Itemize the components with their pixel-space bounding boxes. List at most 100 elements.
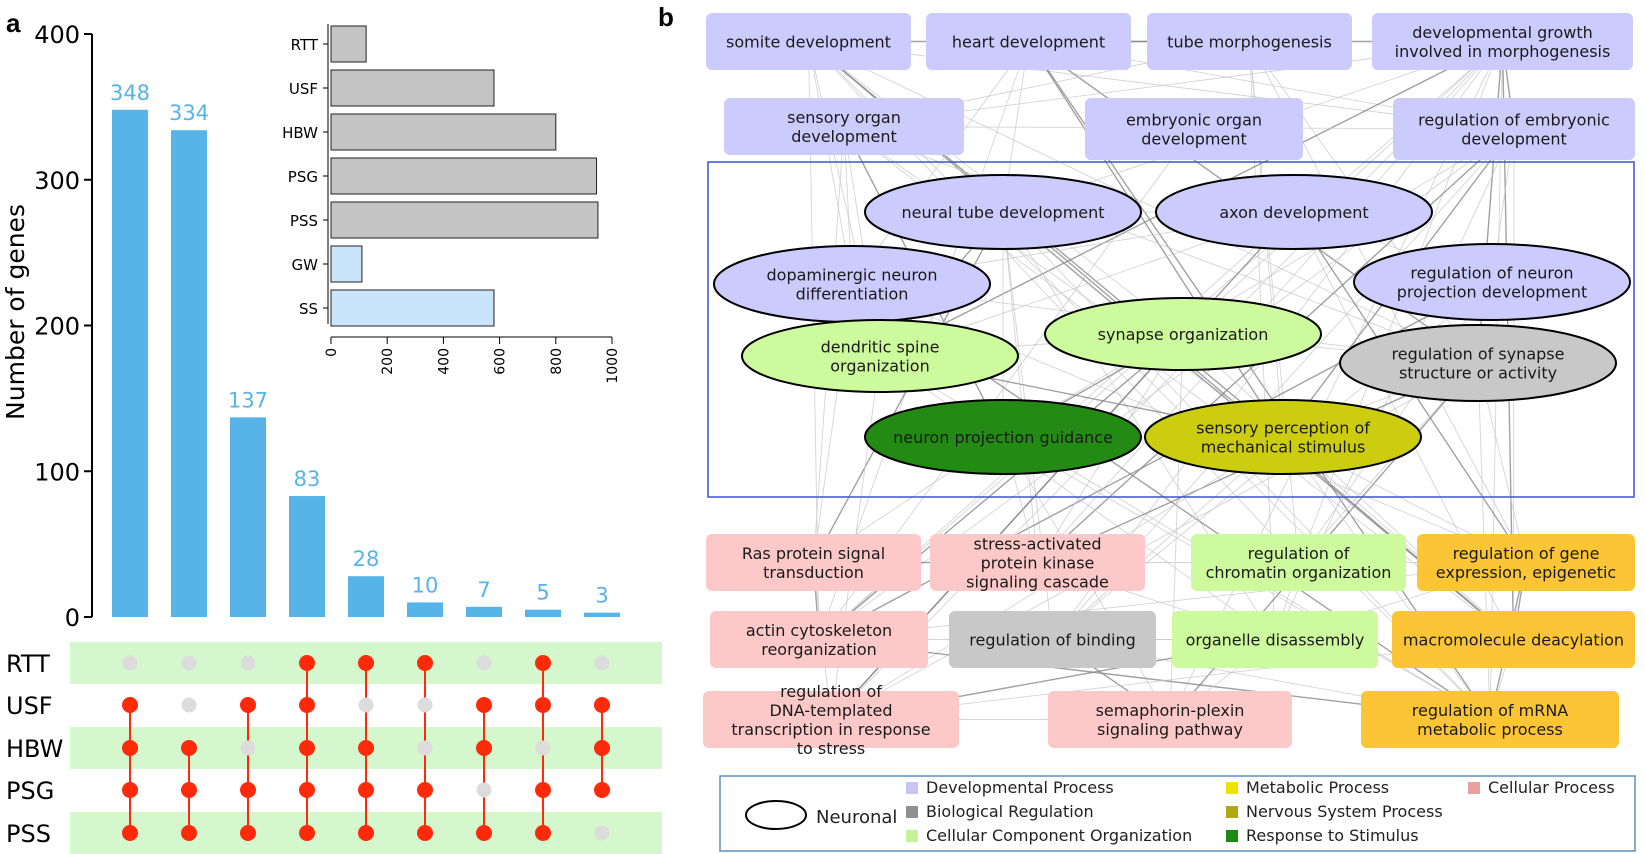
membership-dot-on: [299, 782, 315, 798]
node-label: tube morphogenesis: [1167, 33, 1332, 52]
legend-item-label: Nervous System Process: [1246, 802, 1443, 821]
network-edge: [1027, 41, 1284, 438]
bar-data-label: 7: [477, 578, 490, 602]
inset-bar: [330, 69, 495, 107]
membership-dot-on: [122, 740, 138, 756]
membership-dot-on: [299, 740, 315, 756]
inset-x-tick-label: 800: [549, 348, 565, 375]
node-box: [930, 534, 1145, 591]
y-tick-label: 400: [34, 21, 80, 49]
bar-data-label: 348: [110, 81, 150, 105]
inset-bar: [330, 157, 598, 195]
bar: [112, 109, 148, 617]
node-guidance: neuron projection guidance: [864, 399, 1142, 475]
membership-dot-on: [240, 825, 256, 841]
inset-category-label: SS: [299, 300, 318, 318]
node-ellipse: [1044, 297, 1322, 371]
bar: [348, 576, 384, 617]
inset-x-tick-label: 0: [324, 348, 340, 357]
node-label: axon development: [1219, 203, 1368, 222]
membership-dot-on: [240, 782, 256, 798]
node-box: [706, 534, 921, 591]
membership-dot-on: [181, 740, 197, 756]
node-box: [949, 611, 1156, 668]
inset-category-label: HBW: [282, 124, 318, 142]
membership-dot-on: [181, 825, 197, 841]
inset-bar: [330, 25, 367, 63]
legend-neuronal-label: Neuronal: [816, 807, 897, 828]
membership-dot-off: [476, 782, 492, 798]
y-tick-label: 300: [34, 167, 80, 195]
node-deacyl: macromolecule deacylation: [1392, 611, 1635, 668]
membership-dot-off: [358, 697, 374, 713]
membership-dot-on: [535, 782, 551, 798]
inset-category-label: GW: [292, 256, 319, 274]
neuronal-ellipse-icon: [745, 800, 807, 830]
membership-dot-on: [417, 782, 433, 798]
inset-bar: [330, 289, 495, 327]
node-heart: heart development: [926, 13, 1131, 70]
node-ellipse: [1155, 174, 1433, 250]
node-synapse: synapse organization: [1044, 297, 1322, 371]
legend-item-label: Developmental Process: [926, 778, 1114, 797]
membership-dot-on: [122, 697, 138, 713]
node-label: somite development: [726, 33, 891, 52]
network-edge: [830, 41, 1503, 720]
node-ellipse: [741, 319, 1019, 393]
bar: [407, 602, 443, 617]
membership-dot-on: [299, 655, 315, 671]
node-box: [706, 13, 911, 70]
membership-dot-on: [594, 782, 610, 798]
network-edge: [1002, 211, 1038, 563]
membership-dot-on: [535, 655, 551, 671]
bar-data-label: 10: [412, 573, 439, 597]
node-box: [926, 13, 1131, 70]
bar-data-label: 83: [294, 467, 321, 491]
bar-data-label: 137: [228, 388, 268, 412]
panel-b-letter: b: [658, 2, 674, 32]
node-box: [703, 691, 959, 748]
set-label: USF: [6, 692, 53, 720]
legend-swatch: [1468, 782, 1480, 794]
membership-dot-on: [299, 697, 315, 713]
node-box: [1393, 98, 1635, 160]
membership-dot-on: [240, 697, 256, 713]
inset-category-label: PSS: [290, 212, 318, 230]
legend-item-label: Cellular Component Organization: [926, 826, 1192, 845]
inset-x-tick-label: 400: [436, 348, 452, 375]
legend-item-label: Metabolic Process: [1246, 778, 1389, 797]
bar-data-label: 5: [536, 581, 549, 605]
membership-dot-on: [358, 740, 374, 756]
membership-dot-on: [535, 697, 551, 713]
bar-data-label: 334: [169, 101, 209, 125]
membership-dot-on: [594, 740, 610, 756]
membership-dot-on: [358, 655, 374, 671]
node-label: synapse organization: [1098, 325, 1269, 344]
node-axon: axon development: [1155, 174, 1433, 250]
node-label: regulation of binding: [969, 631, 1136, 650]
